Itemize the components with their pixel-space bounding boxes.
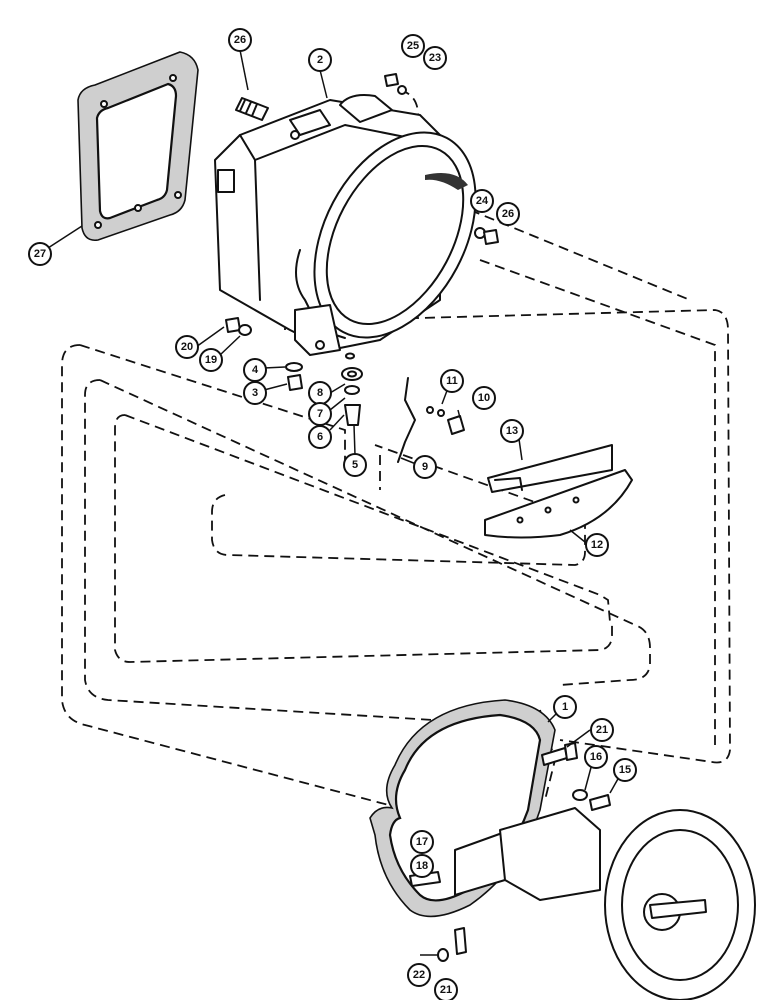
callout-1: 1	[553, 695, 577, 719]
leader-lines	[47, 49, 624, 956]
svg-text:9: 9	[422, 461, 428, 473]
callout-5: 5	[343, 453, 367, 477]
callout-16: 16	[584, 745, 608, 769]
callout-11: 11	[440, 369, 464, 393]
callout-22-bottom: 22	[407, 963, 431, 987]
callout-26: 26	[496, 202, 520, 226]
svg-text:26: 26	[502, 208, 514, 220]
svg-text:24: 24	[476, 195, 489, 207]
callout-13: 13	[500, 419, 524, 443]
callout-21-top: 21	[590, 718, 614, 742]
svg-text:18: 18	[416, 860, 428, 872]
svg-text:3: 3	[252, 387, 258, 399]
callout-22-top: 23	[423, 46, 447, 70]
svg-text:1: 1	[562, 701, 568, 713]
svg-text:12: 12	[591, 539, 603, 551]
callout-4: 4	[243, 358, 267, 382]
svg-text:23: 23	[429, 52, 441, 64]
svg-text:8: 8	[317, 387, 323, 399]
callout-10: 10	[472, 386, 496, 410]
callout-15: 15	[613, 758, 637, 782]
cover-plate	[484, 444, 633, 539]
svg-text:21: 21	[440, 984, 452, 996]
svg-text:25: 25	[407, 40, 419, 52]
svg-text:11: 11	[446, 375, 458, 387]
svg-text:16: 16	[590, 751, 602, 763]
callout-9: 9	[413, 455, 437, 479]
svg-text:27: 27	[34, 248, 46, 260]
svg-text:19: 19	[205, 354, 217, 366]
callout-labels: 2 26 25 23 27 24 26 20 19 4 3 8 7 6 5 9 …	[28, 28, 637, 1000]
svg-text:4: 4	[252, 364, 259, 376]
callout-17: 17	[410, 830, 434, 854]
callout-19: 19	[199, 348, 223, 372]
svg-text:26: 26	[234, 34, 246, 46]
svg-text:21: 21	[596, 724, 608, 736]
callout-18: 18	[410, 854, 434, 878]
callout-3: 3	[243, 381, 267, 405]
stud	[235, 97, 269, 121]
rear-gasket	[77, 51, 199, 242]
transmission-housing	[214, 94, 477, 356]
alignment-dashed-lines	[61, 89, 731, 809]
bolts-and-washers	[409, 742, 611, 962]
svg-text:22: 22	[413, 969, 425, 981]
callout-20: 20	[175, 335, 199, 359]
svg-text:5: 5	[352, 459, 358, 471]
svg-text:17: 17	[416, 836, 428, 848]
callout-23: 25	[401, 34, 425, 58]
callout-8: 8	[308, 381, 332, 405]
svg-text:20: 20	[181, 341, 193, 353]
callout-27: 27	[28, 242, 52, 266]
torque-converter-assembly	[454, 807, 756, 1000]
hardware-small-parts	[225, 73, 499, 426]
svg-text:2: 2	[317, 54, 323, 66]
svg-text:7: 7	[317, 408, 323, 420]
callout-7: 7	[308, 402, 332, 426]
callout-6: 6	[308, 425, 332, 449]
svg-text:6: 6	[317, 431, 323, 443]
callout-12: 12	[585, 533, 609, 557]
svg-text:13: 13	[506, 425, 518, 437]
callout-25: 24	[470, 189, 494, 213]
callout-24: 26	[228, 28, 252, 52]
svg-text:10: 10	[478, 392, 490, 404]
linkage-rod	[397, 377, 465, 463]
callout-2: 2	[308, 48, 332, 72]
svg-text:15: 15	[619, 764, 631, 776]
callout-21-bottom: 21	[434, 978, 458, 1000]
